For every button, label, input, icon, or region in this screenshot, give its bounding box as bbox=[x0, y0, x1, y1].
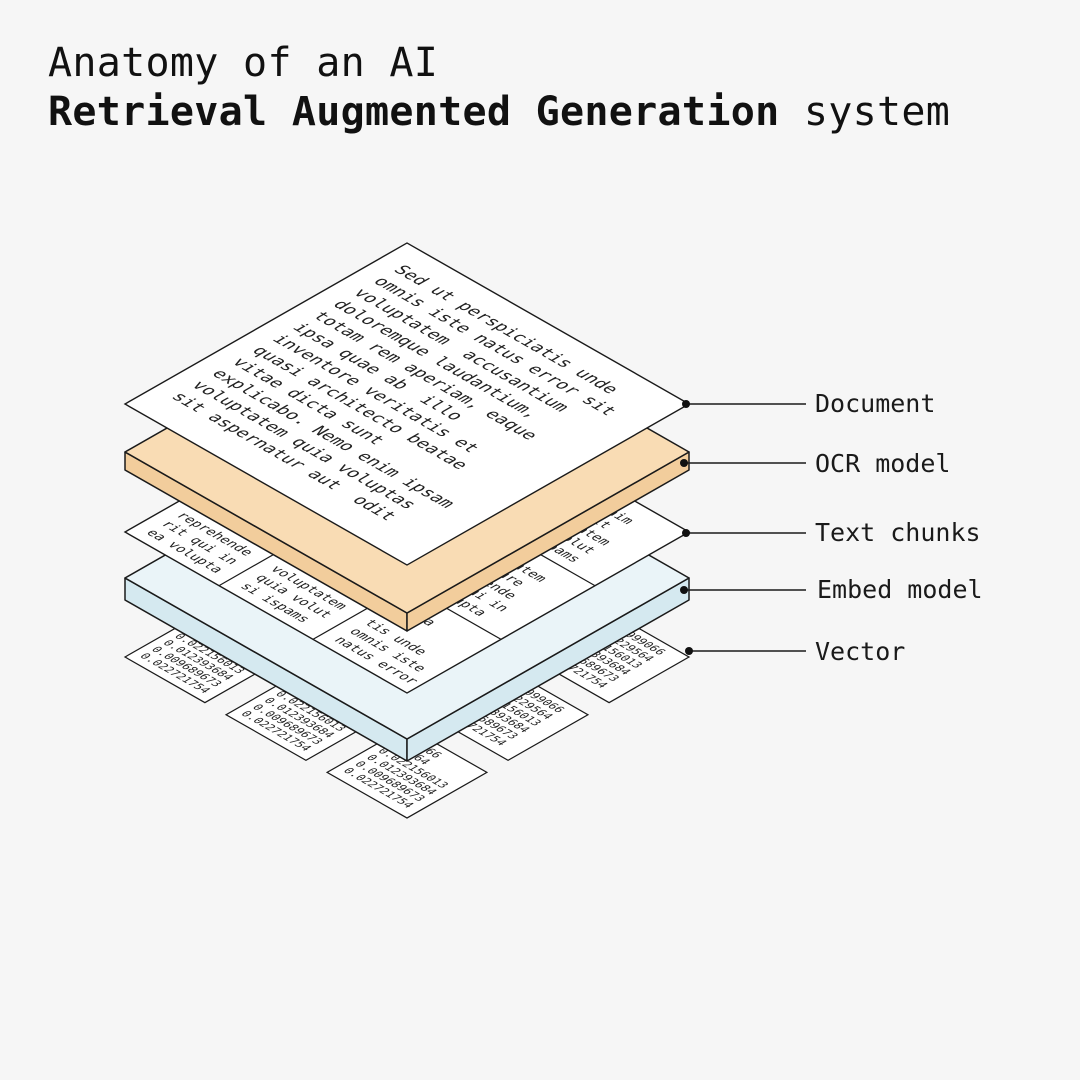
title-rest: system bbox=[779, 89, 951, 135]
title-line-1: Anatomy of an AI bbox=[48, 40, 439, 86]
label-vector: Vector bbox=[815, 637, 905, 666]
label-document: Document bbox=[815, 389, 935, 418]
title-bold: Retrieval Augmented Generation bbox=[48, 89, 780, 135]
connector-ocr: OCR model bbox=[680, 449, 950, 478]
connector-document: Document bbox=[682, 389, 935, 418]
connector-embed: Embed model bbox=[680, 575, 983, 604]
label-embed-model: Embed model bbox=[817, 575, 983, 604]
connector-vector: Vector bbox=[685, 637, 905, 666]
connectors: Document OCR model Text chunks Embed mod… bbox=[680, 389, 983, 666]
label-text-chunks: Text chunks bbox=[815, 518, 981, 547]
connector-chunks: Text chunks bbox=[682, 518, 981, 547]
label-ocr-model: OCR model bbox=[815, 449, 950, 478]
vector-card-bg bbox=[325, 726, 489, 819]
title-line-2: Retrieval Augmented Generation system bbox=[48, 89, 950, 135]
document-sheet bbox=[123, 242, 691, 566]
